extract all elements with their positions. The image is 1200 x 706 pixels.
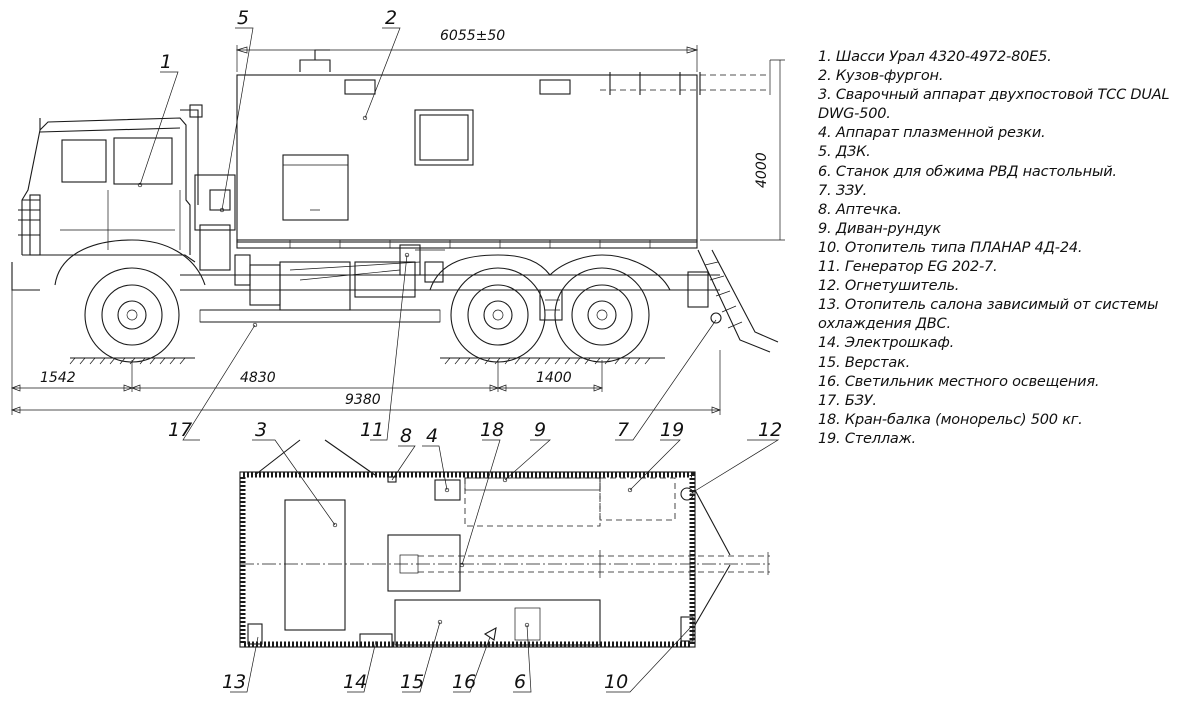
legend-item-19: 19. Стеллаж. [818, 430, 916, 447]
callout-19: 19 [660, 419, 684, 441]
legend-item-2: 2. Кузов-фургон. [818, 68, 944, 85]
legend-item-3: 3. Сварочный аппарат двухпостовой ТСС DU… [818, 87, 1170, 123]
legend-item-16: 16. Светильник местного освещения. [818, 373, 1100, 390]
legend-item-7: 7. ЗЗУ. [818, 182, 868, 199]
legend-item-1: 1. Шасси Урал 4320-4972-80Е5. [818, 49, 1052, 65]
wheel-rear [554, 267, 650, 363]
legend-item-6: 6. Станок для обжима РВД настольный. [818, 163, 1117, 180]
dim-front-overhang: 1542 [40, 370, 76, 386]
callout-2: 2 [385, 7, 397, 29]
legend-item-18: 18. Кран-балка (монорельс) 500 кг. [818, 411, 1083, 428]
side-bzu-box [199, 309, 441, 323]
plan-walls [240, 472, 695, 647]
dim-height: 4000 [754, 152, 770, 188]
legend-item-17: 17. БЗУ. [818, 392, 877, 409]
plan-rear-doors [694, 489, 731, 626]
legend-item-13: 13. Отопитель салона зависимый от систем… [818, 297, 1159, 333]
dim-body-length: 6055±50 [440, 28, 505, 44]
plan-plasma-cutter [434, 479, 461, 501]
callout-18: 18 [480, 419, 504, 441]
wheel-front [84, 267, 180, 363]
legend-item-5: 5. ДЗК. [818, 144, 871, 161]
dimension-lines: 6055±50 4000 1542 4830 1400 9380 [11, 28, 785, 415]
body-window [414, 109, 474, 166]
plan-welding-machine [284, 499, 346, 631]
legend-item-10: 10. Отопитель типа ПЛАНАР 4Д-24. [818, 239, 1083, 256]
cab-window-side [113, 137, 173, 185]
callout-12: 12 [758, 419, 782, 441]
cab-outline [21, 117, 191, 255]
legend-item-11: 11. Генератор EG 202-7. [818, 259, 998, 276]
legend-item-15: 15. Верстак. [818, 354, 911, 371]
side-view [11, 49, 779, 365]
dim-wheelbase: 4830 [240, 370, 276, 386]
callout-10: 10 [604, 671, 628, 693]
legend: 1. Шасси Урал 4320-4972-80Е5. 2. Кузов-ф… [818, 48, 1190, 449]
body-hatch [282, 154, 349, 221]
legend-item-9: 9. Диван-рундук [818, 220, 941, 237]
callout-6: 6 [514, 671, 526, 693]
ladder [697, 249, 779, 353]
plan-heater-13 [247, 623, 263, 645]
plan-extinguisher [680, 487, 694, 501]
furgon-body [236, 74, 698, 243]
legend-item-8: 8. Аптечка. [818, 201, 902, 218]
plan-front-doors [254, 439, 376, 476]
dim-rear-axles: 1400 [536, 370, 572, 386]
legend-item-14: 14. Электрошкаф. [818, 335, 954, 352]
legend-item-4: 4. Аппарат плазменной резки. [818, 125, 1046, 142]
callout-3: 3 [255, 419, 267, 441]
callout-8: 8 [400, 425, 412, 447]
plan-electro-cabinet [359, 633, 393, 648]
plan-sofa [464, 477, 601, 527]
plan-view [239, 439, 770, 648]
dim-overall-length: 9380 [345, 392, 381, 408]
callout-11: 11 [360, 419, 384, 441]
callout-16: 16 [452, 671, 476, 693]
callout-5: 5 [237, 7, 249, 29]
callout-1: 1 [160, 51, 172, 73]
callout-17: 17 [168, 419, 192, 441]
plan-monorail-base [387, 534, 461, 592]
callouts: 1 5 2 17 3 11 8 4 18 9 7 19 12 13 14 15 … [137, 7, 782, 693]
legend-item-12: 12. Огнетушитель. [818, 278, 960, 295]
plan-workbench [394, 599, 601, 646]
callout-4: 4 [426, 425, 438, 447]
callout-13: 13 [222, 671, 246, 693]
plan-heater-10 [680, 616, 694, 642]
plan-rack [599, 477, 676, 521]
callout-14: 14 [343, 671, 367, 693]
engine-box [194, 174, 236, 231]
wheel-middle [450, 267, 546, 363]
callout-7: 7 [617, 419, 629, 441]
callout-9: 9 [534, 419, 546, 441]
callout-15: 15 [400, 671, 424, 693]
cab-window-front [61, 139, 107, 183]
